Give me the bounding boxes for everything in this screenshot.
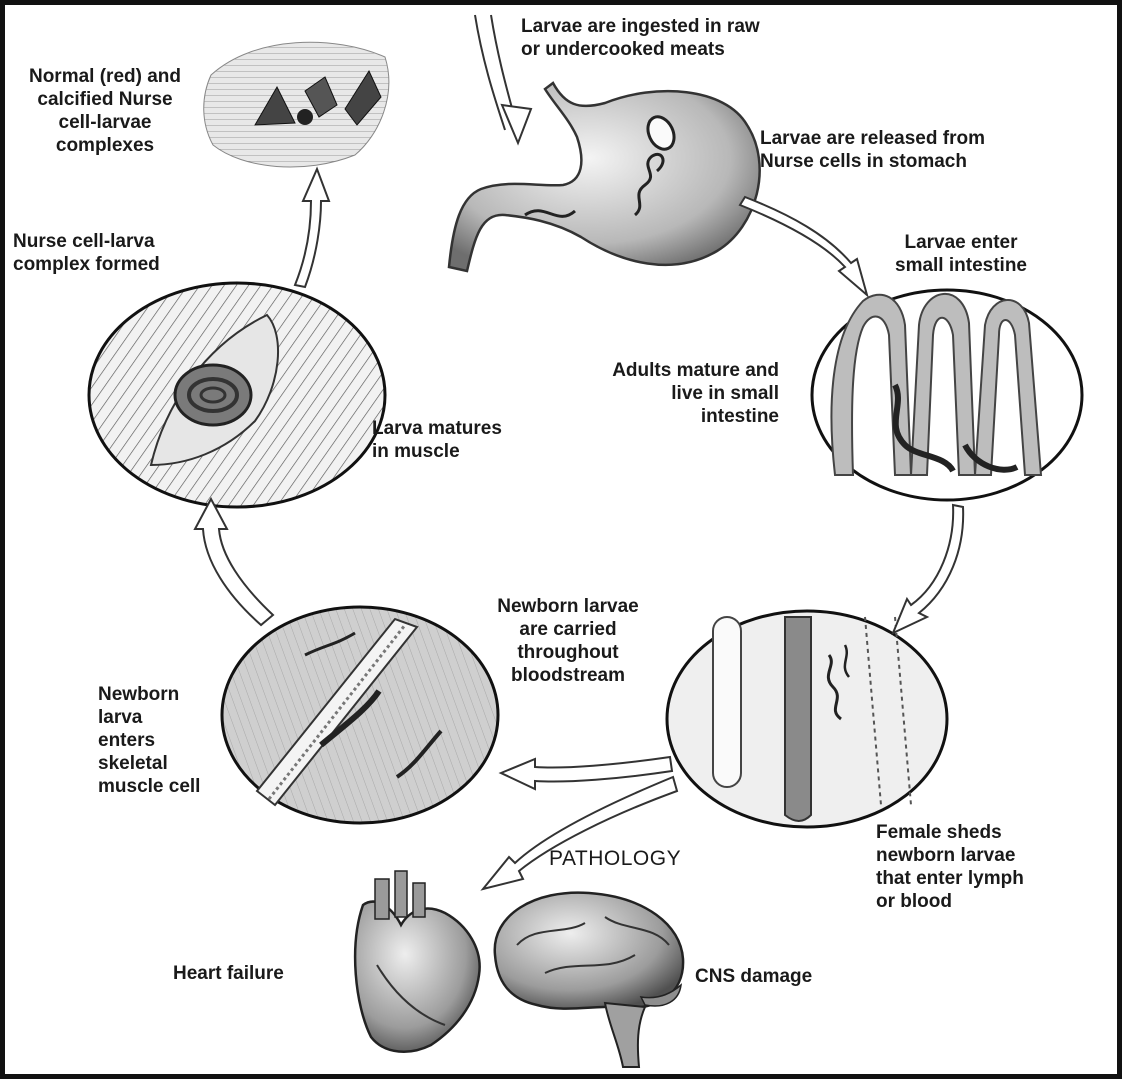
brain-illustration: [495, 893, 683, 1067]
skeletal-muscle-circle: [222, 607, 498, 823]
label-pathology: PATHOLOGY: [549, 847, 681, 870]
calcified-nurse-cell-tissue: [204, 42, 389, 167]
label-larva-matures: Larva matures in muscle: [372, 417, 502, 463]
label-adults-mature: Adults mature and live in small intestin…: [561, 359, 779, 428]
lymph-blood-circle: [667, 611, 947, 827]
label-bloodstream: Newborn larvae are carried throughout bl…: [475, 595, 661, 687]
label-female-sheds: Female sheds newborn larvae that enter l…: [876, 821, 1024, 913]
label-larvae-ingested: Larvae are ingested in raw or undercooke…: [521, 15, 760, 61]
stomach-illustration: [449, 83, 760, 271]
label-larvae-enter-intestine: Larvae enter small intestine: [871, 231, 1051, 277]
muscle-nurse-cell-circle: [89, 283, 385, 507]
heart-illustration: [355, 871, 479, 1052]
label-cns-damage: CNS damage: [695, 965, 812, 988]
label-heart-failure: Heart failure: [173, 962, 284, 985]
intestine-villi-circle: [812, 290, 1082, 500]
label-newborn-enters-muscle: Newborn larva enters skeletal muscle cel…: [98, 683, 200, 798]
label-calcified-complexes: Normal (red) and calcified Nurse cell-la…: [5, 65, 205, 157]
label-larvae-released: Larvae are released from Nurse cells in …: [760, 127, 985, 173]
label-complex-formed: Nurse cell-larva complex formed: [13, 230, 160, 276]
